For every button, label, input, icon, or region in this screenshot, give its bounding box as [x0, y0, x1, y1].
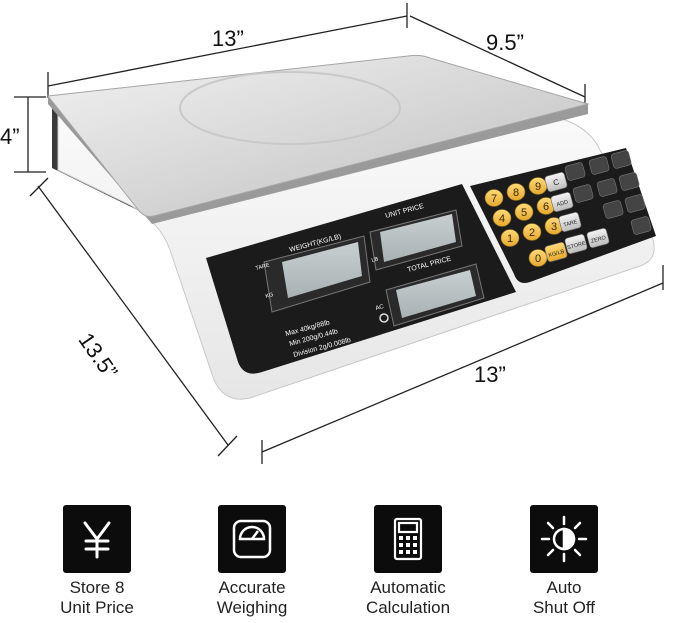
keypad-key-8: 8: [506, 183, 526, 201]
dimension-lines: [14, 3, 664, 464]
keypad-function-key: KG/LB: [544, 242, 568, 262]
keypad-function-key-label: C: [552, 177, 560, 187]
dimension-top-width: 13”: [212, 26, 244, 51]
keypad-function-key-label: KG/LB: [548, 249, 566, 259]
feature-store-unit-price: Store 8 Unit Price: [22, 505, 172, 618]
keypad-key-4: 4: [492, 209, 512, 227]
scale-dial-icon: [218, 505, 286, 573]
keypad-key-label: 1: [507, 233, 513, 245]
keypad-function-key-label: TARE: [563, 219, 579, 229]
feature-accurate-line1: Accurate: [218, 578, 286, 597]
keypad-key-label: 5: [521, 207, 527, 219]
keypad-key-label: 6: [543, 201, 549, 213]
feature-shutoff-line1: Auto: [546, 578, 582, 597]
keypad-function-key: C: [544, 172, 568, 192]
dimension-height: 4”: [0, 124, 20, 149]
keypad-function-key: ZERO: [586, 228, 610, 248]
feature-accurate-weighing: Accurate Weighing: [177, 505, 327, 618]
keypad-key-label: 7: [491, 193, 497, 205]
sun-half-icon: [530, 505, 598, 573]
tare-tag: TARE: [255, 262, 271, 272]
feature-shutoff-line2: Shut Off: [532, 598, 596, 617]
keypad-key-label: 4: [499, 213, 505, 225]
feature-store-line2: Unit Price: [60, 598, 134, 617]
feature-calc-line1: Automatic: [370, 578, 446, 597]
keypad-function-key: TARE: [558, 212, 582, 232]
keypad-function-key-label: STORE: [567, 241, 587, 252]
yen-icon: [63, 505, 131, 573]
keypad-function-key: ADD: [550, 192, 574, 212]
feature-accurate-line2: Weighing: [216, 598, 288, 617]
feature-calc-line2: Calculation: [365, 598, 451, 617]
keypad-key-label: 9: [535, 181, 541, 193]
keypad-key-3: 3: [544, 217, 564, 235]
keypad-key-label: 3: [551, 221, 557, 233]
keypad-key-label: 8: [513, 187, 519, 199]
keypad-key-5: 5: [514, 203, 534, 221]
keypad-key-0: 0: [528, 249, 548, 267]
keypad-key-7: 7: [484, 189, 504, 207]
dimension-top-depth: 9.5”: [486, 30, 524, 55]
display-panel: [206, 184, 516, 374]
dimension-base-width: 13”: [474, 362, 506, 387]
keypad-key-2: 2: [522, 223, 542, 241]
kg-tag: KG: [265, 292, 274, 300]
keypad-function-key-label: ADD: [556, 200, 569, 209]
keypad-key-label: 0: [535, 253, 541, 265]
keypad-function-key-label: ZERO: [590, 235, 607, 245]
lb-tag: LB: [371, 256, 379, 264]
feature-automatic-calculation: Automatic Calculation: [333, 505, 483, 618]
feature-auto-shut-off: Auto Shut Off: [489, 505, 639, 618]
feature-row: Store 8 Unit Price Accurate Weighing: [0, 505, 679, 623]
scale-product-illustration: WEIGHT(KG/LB) UNIT PRICE TOTAL PRICE TAR…: [14, 3, 664, 464]
calculator-icon: [374, 505, 442, 573]
keypad-key-label: 2: [529, 227, 535, 239]
keypad-function-key: STORE: [564, 234, 588, 254]
keypad-key-9: 9: [528, 177, 548, 195]
keypad-key-1: 1: [500, 229, 520, 247]
feature-store-line1: Store 8: [69, 578, 125, 597]
ac-tag: AC: [375, 304, 385, 312]
